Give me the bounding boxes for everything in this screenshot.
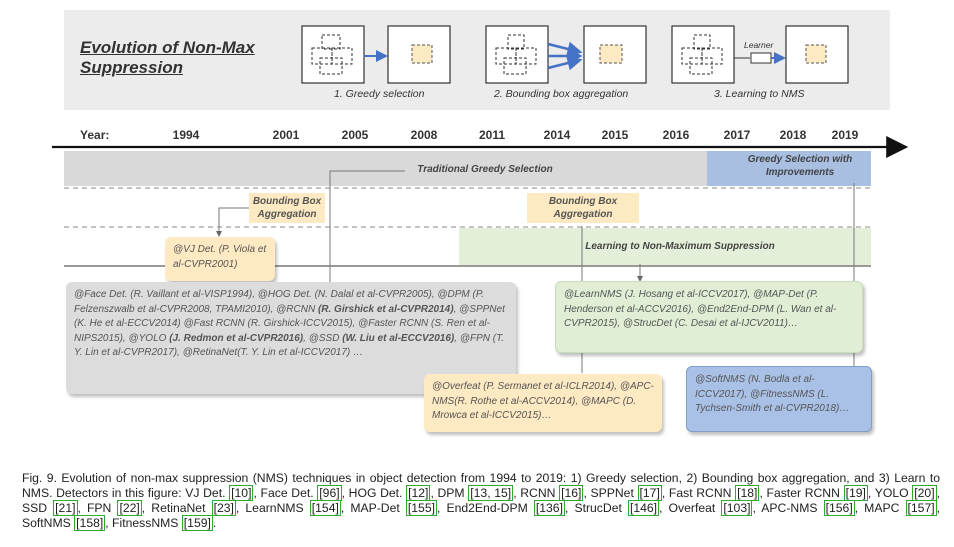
year-label: 1994 [172, 128, 200, 142]
figure-caption: Fig. 9. Evolution of non-max suppression… [22, 471, 940, 531]
caption-text: , SPPNet [583, 486, 638, 500]
learning-nms-label: Learning to Non-Maximum Suppression [585, 241, 775, 252]
traditional-greedy-label: Traditional Greedy Selection [417, 164, 553, 175]
caption-text: , Face Det. [253, 486, 318, 500]
year-label: 2018 [779, 128, 807, 142]
year-label: 2017 [723, 128, 751, 142]
stage2-aggregation-diagram [485, 25, 647, 84]
citation-link[interactable]: [18] [735, 485, 760, 501]
caption-text: , Faster RCNN [759, 486, 844, 500]
year-label: 2005 [341, 128, 369, 142]
box-text-bold: (J. Redmon et al-CVPR2016) [169, 332, 304, 344]
citation-link[interactable]: [22] [117, 500, 142, 516]
greedy-methods-box: @Face Det. (R. Vaillant et al-VISP1994),… [66, 282, 516, 394]
caption-text: , FPN [77, 501, 118, 515]
citation-link[interactable]: [21] [53, 500, 78, 516]
learning-nms-band [459, 228, 871, 265]
traditional-greedy-band [64, 151, 707, 186]
caption-text: , Overfeat [659, 501, 722, 515]
year-label: 2015 [601, 128, 629, 142]
citation-link[interactable]: [12] [406, 485, 431, 501]
improved-greedy-box: @SoftNMS (N. Bodla et al-ICCV2017), @Fit… [686, 366, 872, 432]
caption-text: , SSD [22, 486, 940, 515]
year-label: 2011 [478, 128, 506, 142]
learner-label: Learner [744, 40, 774, 50]
box-text-bold: (R. Girshick et al-CVPR2014) [317, 303, 454, 315]
citation-link[interactable]: [156] [823, 500, 855, 516]
citation-link[interactable]: [13, 15] [468, 485, 514, 501]
box-text-bold: (W. Liu et al-ECCV2016) [342, 332, 455, 344]
figure-title: Evolution of Non-Max Suppression [80, 38, 255, 77]
box-text: , @SSD [303, 332, 343, 344]
citation-link[interactable]: [16] [559, 485, 584, 501]
bbox-aggregation-label-left: Bounding Box Aggregation [249, 193, 325, 223]
box-text: , @SPPNet (K. He et al-ECCV2014) @Fast R… [74, 303, 505, 344]
caption-text: . [212, 516, 217, 530]
year-header: Year: [80, 128, 110, 142]
caption-text: , LearnNMS [235, 501, 310, 515]
aggregation-methods-box: @Overfeat (P. Sermanet et al-ICLR2014), … [424, 374, 662, 432]
stage-label-3: 3. Learning to NMS [714, 88, 805, 100]
citation-link[interactable]: [96] [317, 485, 342, 501]
citation-link[interactable]: [158] [74, 515, 106, 531]
caption-text: , Fast RCNN [661, 486, 736, 500]
year-label: 2016 [662, 128, 690, 142]
citation-link[interactable]: [103] [721, 500, 753, 516]
box-text: @Face Det. (R. Vaillant et al-VISP1994),… [74, 289, 485, 315]
citation-link[interactable]: [157] [905, 500, 937, 516]
citation-link[interactable]: [17] [637, 485, 662, 501]
citation-link[interactable]: [23] [211, 500, 236, 516]
caption-text: , RetinaNet [141, 501, 212, 515]
citation-link[interactable]: [136] [533, 500, 565, 516]
caption-text: , MAPC [854, 501, 906, 515]
caption-text: , StrucDet [564, 501, 628, 515]
citation-link[interactable]: [19] [843, 485, 868, 501]
caption-text: Fig. 9. Evolution of non-max suppression… [22, 471, 940, 500]
stage-label-2: 2. Bounding box aggregation [494, 88, 629, 100]
caption-text: , MAP-Det [340, 501, 406, 515]
citation-link[interactable]: [10] [229, 485, 254, 501]
box-text: , @FPN (T. Y. Lin et al-CVPR2017), @Reti… [74, 332, 505, 359]
citation-link[interactable]: [155] [405, 500, 437, 516]
caption-text: , RCNN [513, 486, 560, 500]
citation-link[interactable]: [159] [181, 515, 213, 531]
citation-link[interactable]: [146] [627, 500, 660, 516]
greedy-improved-band [707, 151, 871, 186]
greedy-improved-label: Greedy Selection with Improvements [747, 154, 853, 178]
learning-methods-box: @LearnNMS (J. Hosang et al-ICCV2017), @M… [555, 281, 863, 353]
stage-label-1: 1. Greedy selection [334, 88, 425, 100]
year-label: 2014 [543, 128, 571, 142]
citation-link[interactable]: [154] [309, 500, 341, 516]
stage3-learning-diagram: Learner [671, 25, 849, 84]
year-label: 2008 [410, 128, 438, 142]
vj-det-box: @VJ Det. (P. Viola et al-CVPR2001) [165, 237, 275, 281]
bbox-aggregation-label-right: Bounding Box Aggregation [527, 193, 639, 223]
caption-text: , SoftNMS [22, 501, 940, 530]
caption-text: , End2End-DPM [436, 501, 534, 515]
stage-illustrations: Learner [301, 25, 849, 84]
year-label: 2001 [272, 128, 300, 142]
caption-text: , APC-NMS [752, 501, 824, 515]
year-label: 2019 [831, 128, 859, 142]
caption-text: , HOG Det. [341, 486, 407, 500]
caption-text: , FitnessNMS [105, 516, 182, 530]
caption-text: , YOLO [867, 486, 913, 500]
citation-link[interactable]: [20] [912, 485, 937, 501]
caption-text: , DPM [430, 486, 469, 500]
stage1-greedy-diagram [301, 25, 451, 84]
